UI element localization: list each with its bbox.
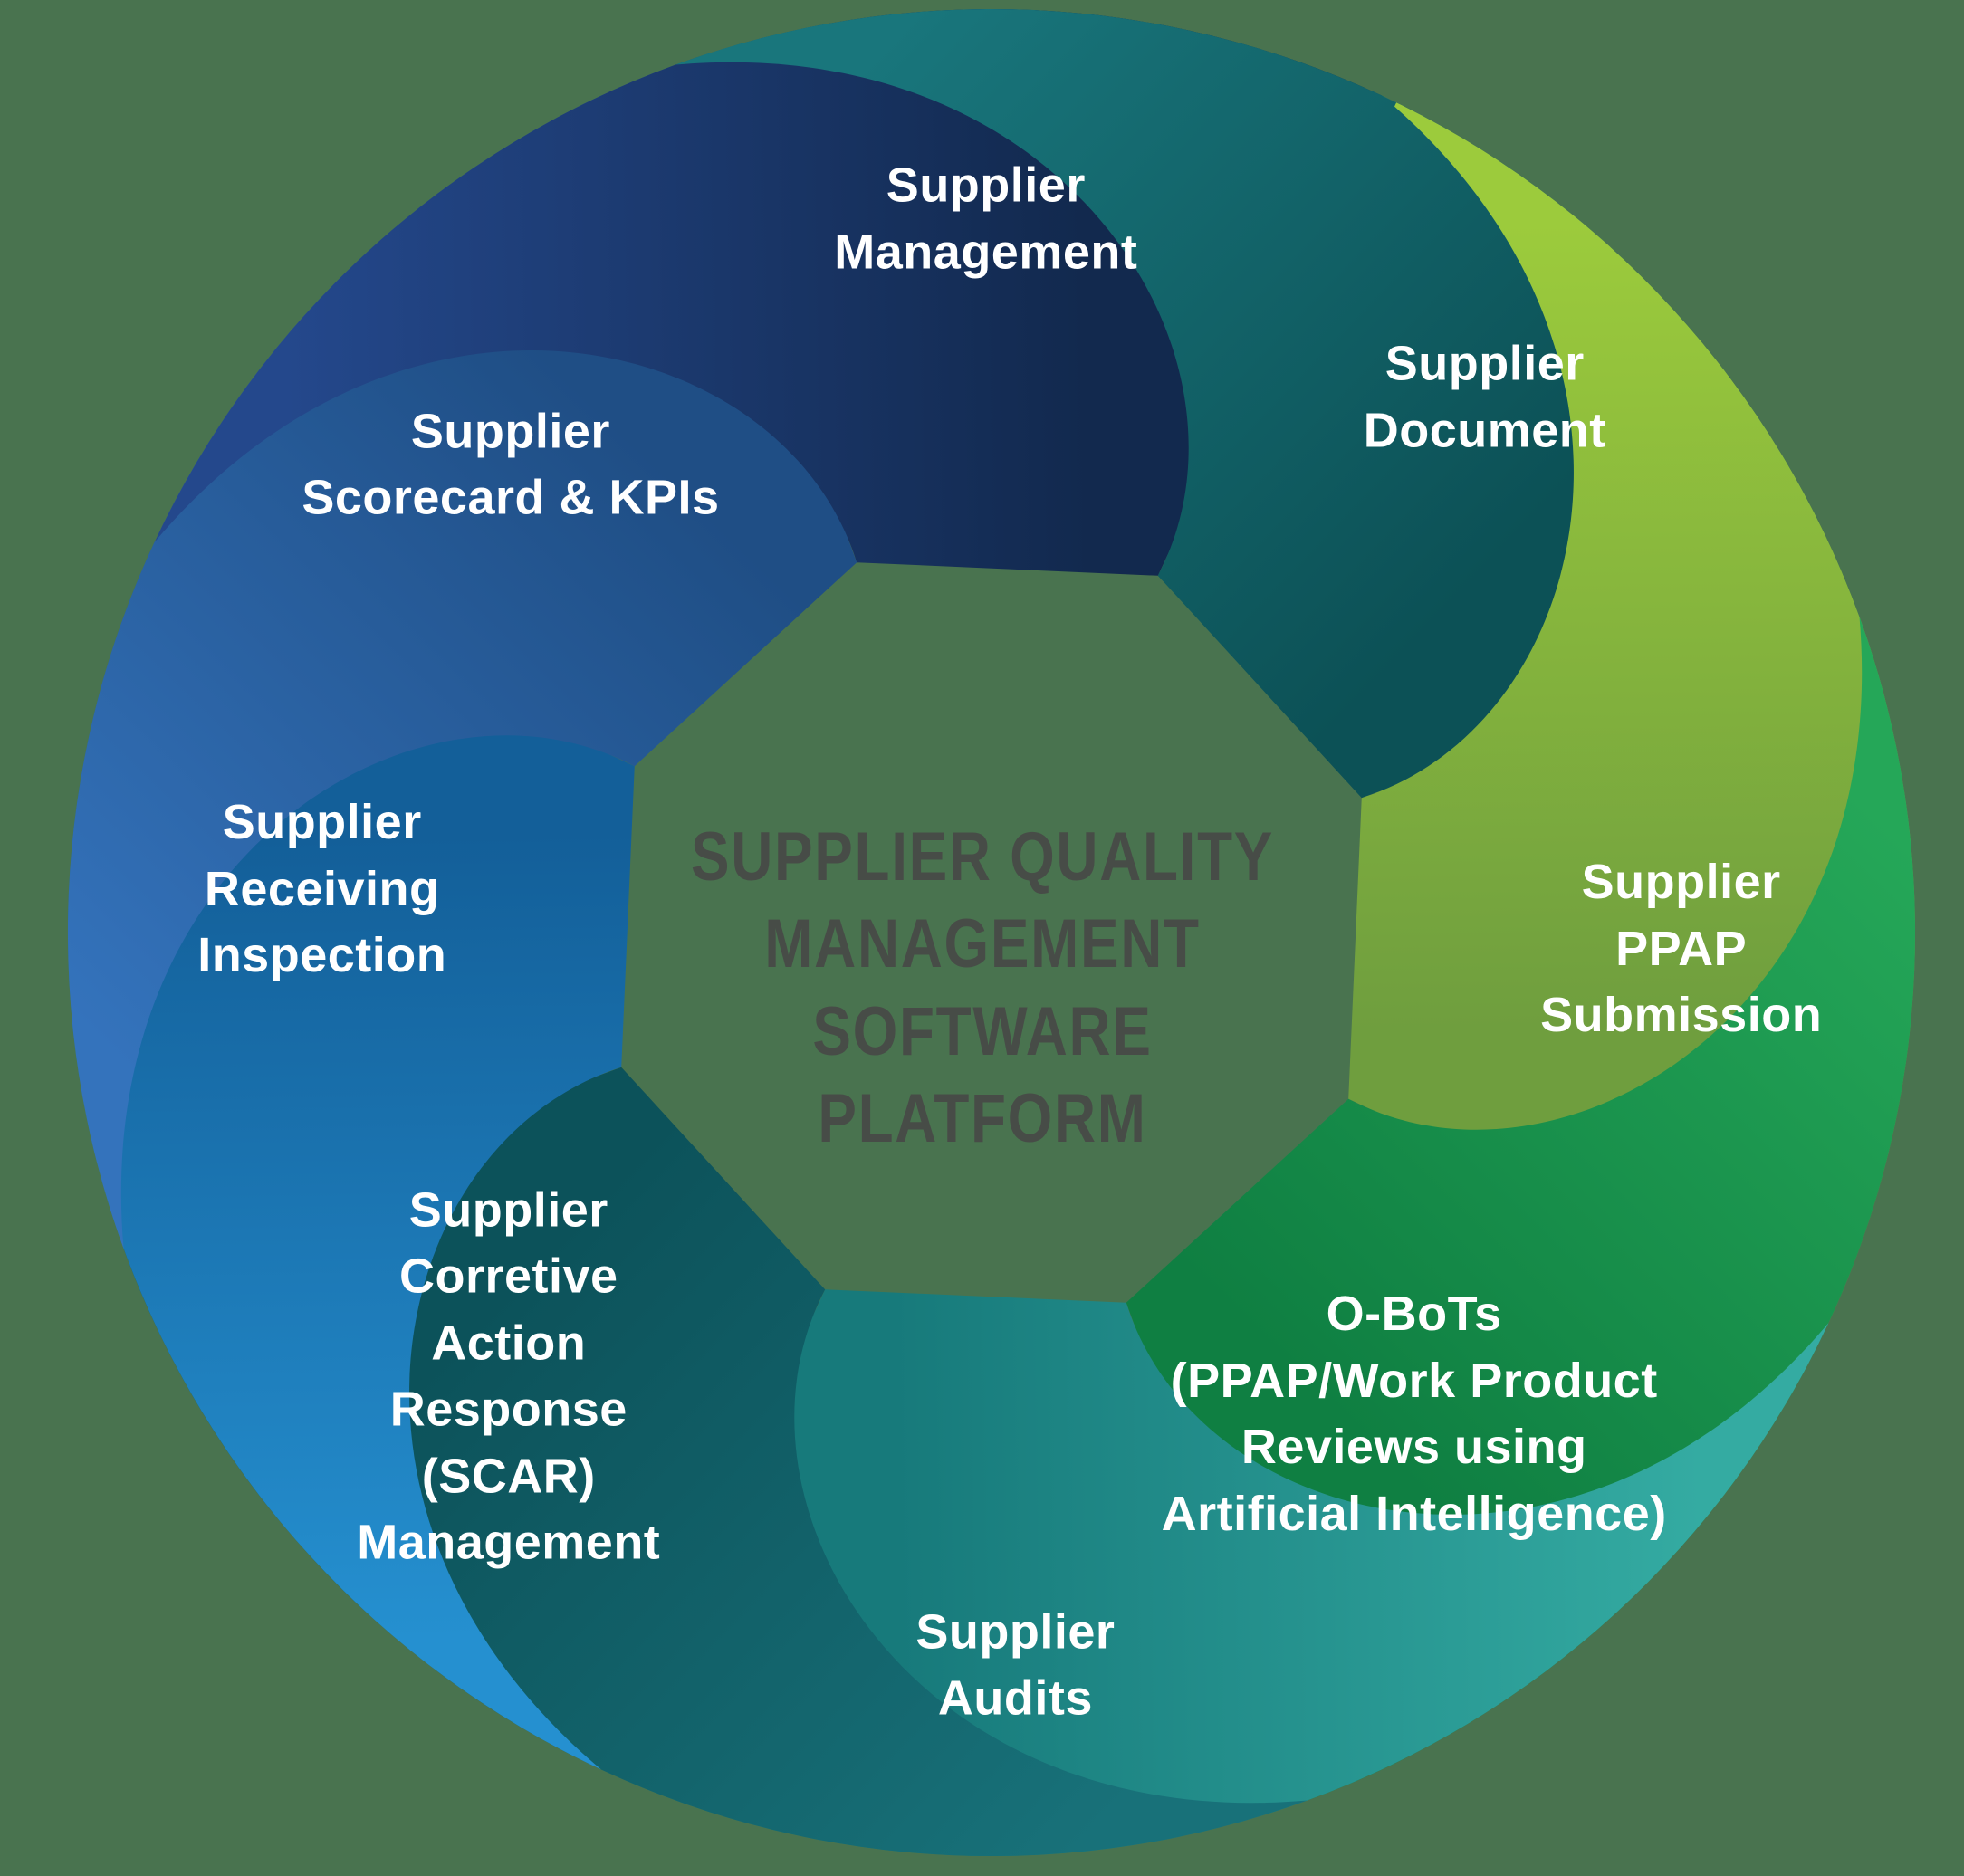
aperture-pinwheel-graphic xyxy=(67,8,1916,1857)
supplier-quality-diagram-page: { "diagram": { "background_color": "#497… xyxy=(67,8,1916,1857)
